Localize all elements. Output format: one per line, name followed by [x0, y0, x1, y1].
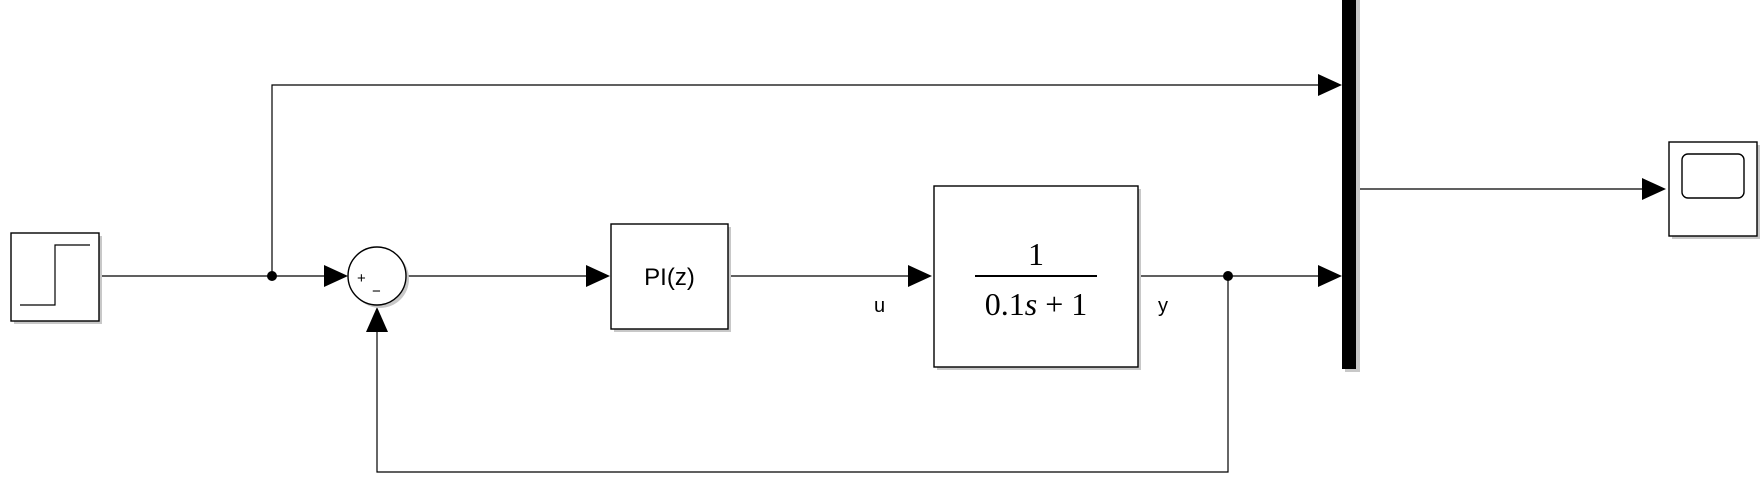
signal-label-y: y — [1158, 295, 1168, 317]
step-icon — [20, 244, 90, 306]
sum-block[interactable]: + − — [347, 246, 409, 308]
arrow-into-scope — [1642, 178, 1666, 200]
scope-icon — [1681, 153, 1745, 199]
arrow-into-transfer-fcn — [908, 265, 932, 287]
sum-plus-sign: + — [357, 270, 366, 287]
branch-point-output — [1223, 271, 1233, 281]
branch-point-reference — [267, 271, 277, 281]
arrow-into-pi — [586, 265, 610, 287]
signal-lines — [100, 84, 1644, 473]
denominator-coef: 0.1 — [985, 286, 1025, 322]
pi-controller-label: PI(z) — [644, 264, 695, 291]
arrow-into-sum — [324, 265, 348, 287]
step-block[interactable] — [10, 232, 102, 324]
denominator-var: s — [1025, 286, 1037, 322]
scope-block[interactable] — [1668, 141, 1760, 239]
arrow-into-sum-bottom — [366, 307, 388, 332]
sum-minus-sign: − — [372, 283, 381, 300]
denominator-rest: + 1 — [1037, 286, 1087, 322]
transfer-fcn-block[interactable]: 1 0.1s + 1 — [933, 185, 1141, 370]
signal-label-u: u — [874, 295, 885, 317]
arrow-into-mux-1 — [1318, 74, 1342, 96]
arrow-into-mux-2 — [1318, 265, 1342, 287]
transfer-fcn-denominator: 0.1s + 1 — [985, 286, 1088, 322]
wire-reference-to-mux[interactable] — [271, 84, 1320, 276]
wire-feedback[interactable] — [376, 276, 1229, 473]
pi-controller-block[interactable]: PI(z) — [610, 223, 731, 332]
transfer-fcn-numerator: 1 — [1028, 236, 1044, 272]
arrowheads — [324, 74, 1666, 332]
mux-block[interactable] — [1342, 0, 1360, 372]
